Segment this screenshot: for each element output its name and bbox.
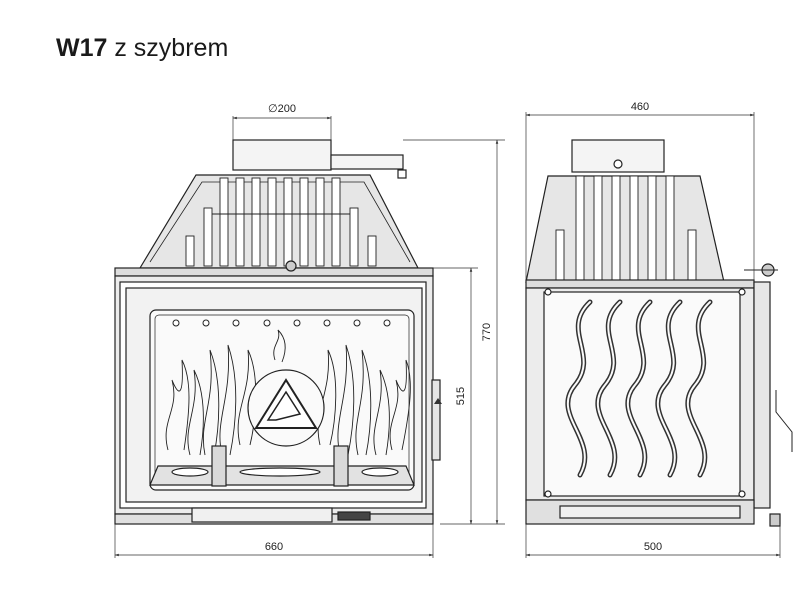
side-depth-top-label: 460 [631,101,649,113]
grate-post-right [333,445,349,487]
logo-inner [266,390,302,421]
flue-diameter-label: ∅200 [268,103,296,115]
side-bolt-2 [738,288,746,296]
handle-arrow [434,398,442,404]
grate-slot-2 [239,467,321,477]
ash-drawer [191,507,333,523]
side-handle [775,390,793,452]
front-view [114,139,442,525]
grate-slot-3 [361,467,399,477]
damper-knob [397,169,407,179]
front-width-label: 660 [265,541,283,553]
top-plate [114,267,434,277]
flue-collar [232,139,332,171]
total-height-label: 770 [481,323,493,341]
grate-post-left [211,445,227,487]
glass-rivets [172,319,391,327]
hood-inner-edge [149,181,411,263]
side-damper-pivot [613,159,623,169]
side-depth-bottom-label: 500 [644,541,662,553]
side-top-plate [525,279,755,289]
model-name: W17 [56,34,108,62]
makers-plate [337,511,371,521]
side-foot-knob [769,513,781,527]
damper-bracket [330,154,404,170]
side-door-edge [753,281,771,509]
body-height-label: 515 [455,387,467,405]
side-hood-ribs [555,175,697,281]
model-variant: z szybrem [114,34,229,62]
side-view [525,139,793,527]
wavy-ribs-inner [567,301,711,476]
top-knob [285,260,297,272]
side-bolt-4 [738,490,746,498]
side-bolt-1 [544,288,552,296]
grate-slot-1 [171,467,209,477]
front-dimensions [114,116,505,558]
door-handle [431,379,441,461]
side-bolt-3 [544,490,552,498]
drawing-title: W17 z szybrem [56,34,228,63]
side-ash-drawer [559,505,741,519]
side-dimensions [525,112,781,558]
hood-ribs [185,177,377,267]
